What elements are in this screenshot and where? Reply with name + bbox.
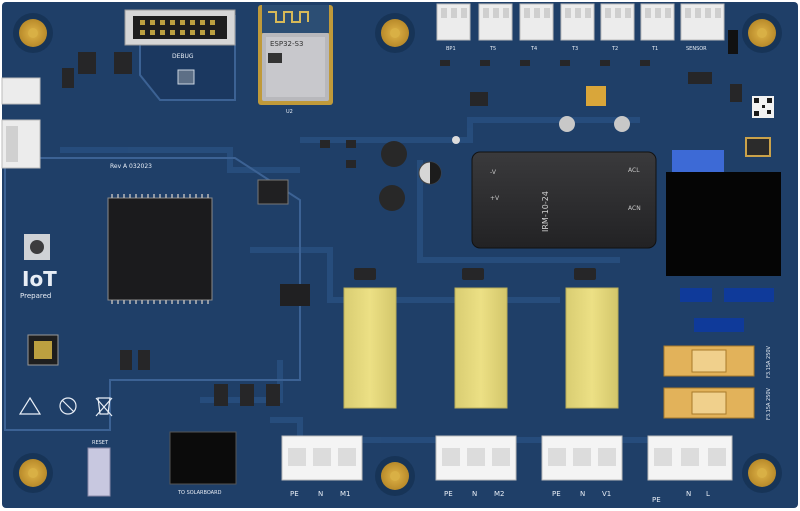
psu-pin-acl: ACL bbox=[628, 167, 640, 174]
rf-keepout-outline bbox=[4, 157, 301, 431]
label-sensor: SENSOR bbox=[686, 46, 707, 52]
p4-l: L bbox=[706, 490, 710, 498]
blue-component bbox=[672, 150, 724, 172]
smd-parts bbox=[62, 52, 742, 406]
label-t1: T1 bbox=[651, 46, 658, 52]
debug-label: DEBUG bbox=[172, 53, 194, 60]
p3-pe: PE bbox=[552, 490, 561, 498]
terminal-pin-labels: PE N M1 PE N M2 PE N V1 PE N L bbox=[290, 490, 710, 504]
solar-board-label: TO SOLARBOARD bbox=[177, 490, 222, 496]
debug-header: DEBUG bbox=[124, 9, 236, 85]
top-connector-labels: BP1 T5 T4 T3 T2 T1 SENSOR bbox=[446, 46, 707, 52]
compliance-symbols bbox=[18, 396, 113, 417]
mounting-holes bbox=[13, 13, 782, 496]
esp32-module: ESP32-S3 U2 bbox=[258, 5, 333, 115]
black-module bbox=[666, 172, 781, 276]
fuse-f2-rating: F3.15A 250V bbox=[766, 345, 772, 378]
label-t3: T3 bbox=[571, 46, 578, 52]
p1-pe: PE bbox=[290, 490, 299, 498]
esp32-ref: U2 bbox=[286, 109, 293, 115]
fuse-holders: F3.15A 250V F3.15A 250V bbox=[663, 345, 772, 420]
logo-prepared: Prepared bbox=[20, 292, 51, 300]
p4-n: N bbox=[686, 490, 691, 498]
blue-smd-3 bbox=[694, 318, 744, 332]
relays bbox=[343, 287, 619, 409]
p2-n: N bbox=[472, 490, 477, 498]
top-connectors bbox=[436, 3, 725, 41]
reset-label: RESET bbox=[92, 440, 109, 446]
fuse-f1-rating: F3.15A 250V bbox=[766, 387, 772, 420]
p2-m2: M2 bbox=[494, 490, 505, 498]
p1-m1: M1 bbox=[340, 490, 351, 498]
bottom-terminals bbox=[281, 435, 733, 481]
esp32-name: ESP32-S3 bbox=[270, 40, 303, 48]
label-t5: T5 bbox=[489, 46, 496, 52]
logo-iot: IoT bbox=[22, 267, 57, 291]
p4-pe: PE bbox=[652, 496, 661, 504]
label-bp1: BP1 bbox=[446, 46, 456, 52]
left-connectors bbox=[1, 77, 41, 169]
psu-part-number: IRM-10-24 bbox=[541, 191, 550, 232]
power-supply-module: +V ACL ACN -V IRM-10-24 bbox=[471, 151, 657, 249]
p3-v1: V1 bbox=[602, 490, 611, 498]
psu-pin-acn: ACN bbox=[628, 205, 641, 212]
blue-smd-2 bbox=[724, 288, 774, 302]
misc-components bbox=[24, 30, 774, 497]
p3-n: N bbox=[580, 490, 585, 498]
label-t2: T2 bbox=[611, 46, 618, 52]
blue-smd-1 bbox=[680, 288, 712, 302]
label-t4: T4 bbox=[530, 46, 537, 52]
p1-n: N bbox=[318, 490, 323, 498]
psu-pin-plus: +V bbox=[490, 195, 500, 202]
p2-pe: PE bbox=[444, 490, 453, 498]
microcontroller bbox=[107, 194, 213, 304]
board-revision: Rev A 032023 bbox=[110, 163, 152, 170]
psu-pin-minus: -V bbox=[490, 169, 497, 176]
